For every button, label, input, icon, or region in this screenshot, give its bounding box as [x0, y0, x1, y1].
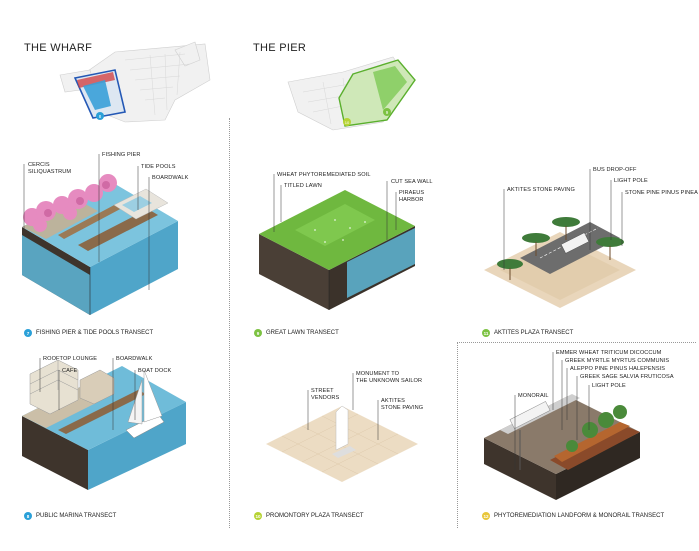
label-aleppo-pine: ALEPPO PINE PINUS HALEPENSIS [570, 366, 666, 372]
label-light-pole-1: LIGHT POLE [614, 178, 648, 184]
label-stone-pine: STONE PINE PINUS PINEA [625, 190, 698, 196]
caption-12-text: PHYTOREMEDIATION LANDFORM & MONORAIL TRA… [494, 513, 665, 519]
block-aktites-plaza [484, 217, 636, 308]
caption-10-text: PROMONTORY PLAZA TRANSECT [266, 513, 364, 519]
label-boardwalk-1: BOARDWALK [152, 175, 189, 181]
caption-9-badge: 9 [254, 329, 262, 337]
map-badge-8: 8 [99, 114, 102, 119]
label-wheat-soil: WHEAT PHYTOREMEDIATED SOIL [277, 172, 371, 178]
wharf-title: THE WHARF [24, 42, 93, 54]
label-piraeus-harbor: PIRAEUS HARBOR [399, 190, 425, 203]
label-cut-sea-wall: CUT SEA WALL [391, 179, 433, 185]
transect-12-frame [457, 342, 696, 528]
label-boardwalk-2: BOARDWALK [116, 356, 153, 362]
label-monument: MONUMENT TO THE UNKNOWN SAILOR [356, 371, 423, 384]
label-rooftop-lounge: ROOFTOP LOUNGE [43, 356, 98, 362]
label-monorail: MONORAIL [518, 393, 549, 399]
label-cercis: CERCIS SILIQUASTRUM [28, 162, 72, 175]
label-aktites-paving-1: AKTITES STONE PAVING [507, 187, 575, 193]
label-cafe: CAFE [62, 368, 78, 374]
caption-9: 9 GREAT LAWN TRANSECT [254, 329, 339, 337]
label-fishing-pier: FISHING PIER [102, 152, 141, 158]
caption-12: 12 PHYTOREMEDIATION LANDFORM & MONORAIL … [482, 512, 664, 520]
label-greek-sage: GREEK SAGE SALVIA FRUTICOSA [580, 374, 674, 380]
caption-8-badge: 8 [24, 512, 32, 520]
label-titled-lawn: TITLED LAWN [284, 183, 322, 189]
block-promontory-plaza [266, 405, 418, 482]
block-public-marina [22, 359, 186, 490]
caption-12-badge: 12 [482, 512, 490, 520]
label-greek-myrtle: GREEK MYRTLE MYRTUS COMMUNIS [565, 358, 670, 364]
caption-11-text: AKTITES PLAZA TRANSECT [494, 330, 574, 336]
caption-7-text: FISHING PIER & TIDE POOLS TRANSECT [36, 330, 154, 336]
label-boat-dock: BOAT DOCK [138, 368, 172, 374]
label-street-vendors: STREET VENDORS [311, 388, 340, 401]
block-phytoremediation [484, 394, 640, 500]
caption-7-badge: 7 [24, 329, 32, 337]
label-emmer-wheat: EMMER WHEAT TRITICUM DICOCCUM [556, 350, 662, 356]
block-great-lawn [259, 190, 415, 310]
caption-8: 8 PUBLIC MARINA TRANSECT [24, 512, 116, 520]
caption-8-text: PUBLIC MARINA TRANSECT [36, 513, 117, 519]
map-badge-10: 10 [345, 120, 350, 125]
label-light-pole-2: LIGHT POLE [592, 383, 626, 389]
pier-title: THE PIER [253, 42, 307, 54]
wharf-key-map: 8 [59, 41, 211, 123]
caption-7: 7 FISHING PIER & TIDE POOLS TRANSECT [24, 329, 153, 337]
map-badge-9: 9 [386, 110, 389, 115]
caption-11-badge: 11 [482, 329, 490, 337]
caption-9-text: GREAT LAWN TRANSECT [266, 330, 339, 336]
section-divider [229, 118, 230, 528]
pier-key-map: 10 9 [287, 56, 416, 131]
caption-10-badge: 10 [254, 512, 262, 520]
label-aktites-paving-2: AKTITES STONE PAVING [381, 398, 424, 411]
block-fishing-pier [22, 174, 178, 315]
caption-11: 11 AKTITES PLAZA TRANSECT [482, 329, 573, 337]
caption-10: 10 PROMONTORY PLAZA TRANSECT [254, 512, 364, 520]
label-tide-pools: TIDE POOLS [141, 164, 176, 170]
label-bus-dropoff: BUS DROP-OFF [593, 167, 637, 173]
